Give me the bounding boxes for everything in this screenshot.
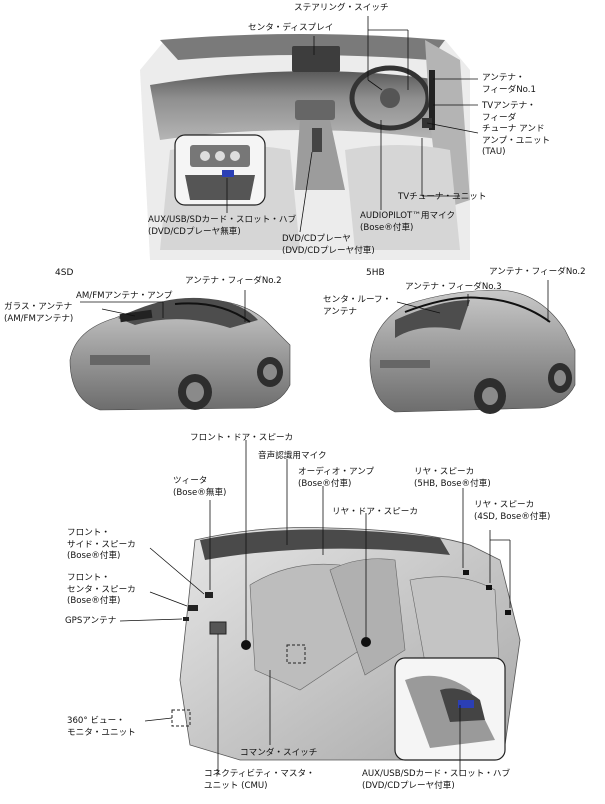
label-front-door-speaker: フロント・ドア・スピーカ: [190, 433, 294, 443]
label-rear-door-speaker: リヤ・ドア・スピーカ: [332, 507, 418, 517]
label-dvd-player: DVD/CDプレーヤ(DVD/CDプレーヤ付車): [282, 234, 375, 256]
sedan-illustration: [69, 297, 291, 411]
label-voice-recognition-mic: 音声認識用マイク: [258, 451, 327, 461]
label-tweeter: ツィータ(Bose®無車): [173, 476, 227, 498]
label-rear-speaker-4sd: リヤ・スピーカ(4SD, Bose®付車): [474, 500, 551, 522]
label-antenna-feeder-no1: アンテナ・フィーダNo.1: [482, 73, 536, 95]
label-tv-tuner-unit: TVチューナ・ユニット: [398, 192, 487, 202]
label-antenna-feeder-no2-hb: アンテナ・フィーダNo.2: [489, 267, 586, 277]
label-antenna-feeder-no2-sd: アンテナ・フィーダNo.2: [185, 276, 282, 286]
aux-hub-inset-top: [174, 134, 266, 206]
label-360-view-monitor-unit: 360° ビュー・モニタ・ユニット: [67, 716, 136, 738]
label-front-side-speaker: フロント・サイド・スピーカ(Bose®付車): [67, 528, 136, 561]
middle-leader-lines: [80, 280, 549, 322]
label-audiopilot-mic: AUDIOPILOT™用マイク(Bose®付車): [360, 211, 456, 233]
tag-4sd: 4SD: [55, 268, 74, 278]
label-center-display: センタ・ディスプレイ: [248, 23, 334, 33]
label-aux-hub-top: AUX/USB/SDカード・スロット・ハブ(DVD/CDプレーヤ無車): [148, 215, 297, 237]
label-commander-switch: コマンダ・スイッチ: [240, 748, 318, 758]
top-leader-lines: [226, 16, 479, 233]
label-rear-speaker-5hb: リヤ・スピーカ(5HB, Bose®付車): [414, 467, 491, 489]
label-am-fm-antenna-amp: AM/FMアンテナ・アンプ: [76, 291, 173, 301]
label-aux-hub-bottom: AUX/USB/SDカード・スロット・ハブ(DVD/CDプレーヤ付車): [362, 769, 511, 791]
label-steering-switch: ステアリング・スイッチ: [294, 3, 389, 13]
label-tv-antenna-feeder: TVアンテナ・フィーダ: [482, 101, 536, 123]
aux-hub-inset-bottom: [394, 657, 506, 761]
center-display: [292, 46, 340, 72]
label-center-roof-antenna: センタ・ルーフ・アンテナ: [323, 295, 392, 317]
bottom-leader-lines: [119, 440, 511, 775]
label-tuner-amp-unit: チューナ アンドアンプ・ユニット(TAU): [482, 124, 551, 157]
label-antenna-feeder-no3: アンテナ・フィーダNo.3: [405, 282, 502, 292]
hatchback-illustration: [369, 289, 576, 414]
steering-wheel: [349, 65, 431, 131]
label-glass-antenna: ガラス・アンテナ(AM/FMアンテナ): [4, 302, 74, 324]
label-front-center-speaker: フロント・センタ・スピーカ(Bose®付車): [67, 573, 136, 606]
tag-5hb: 5HB: [366, 268, 385, 278]
label-audio-amp: オーディオ・アンプ(Bose®付車): [298, 467, 375, 489]
label-gps-antenna: GPSアンテナ: [65, 616, 117, 626]
label-cmu: コネクティビティ・マスタ・ユニット (CMU): [204, 769, 315, 791]
